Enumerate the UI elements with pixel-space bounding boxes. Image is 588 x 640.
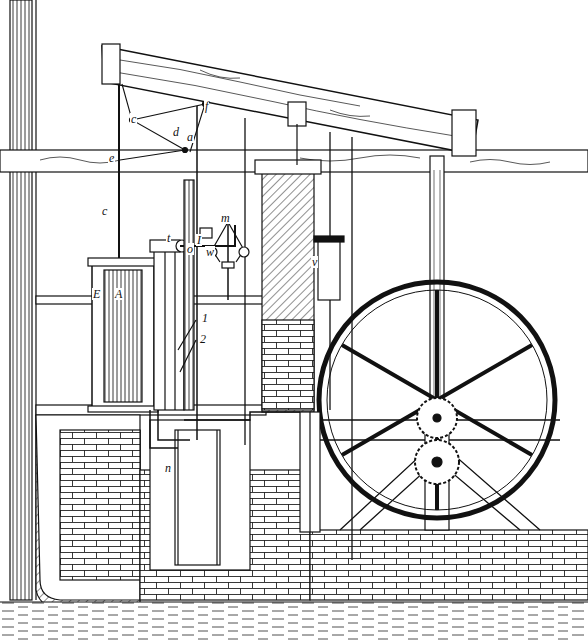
part-letter: d — [172, 126, 180, 138]
part-letter: f — [204, 100, 209, 112]
part-letter: A — [114, 288, 123, 300]
part-letter: 2 — [199, 333, 207, 345]
part-letter: E — [92, 288, 101, 300]
part-letter: w — [205, 246, 215, 258]
part-letter: I — [196, 234, 202, 246]
part-letter: n — [164, 462, 172, 474]
part-letter: o — [186, 243, 194, 255]
part-letter: m — [220, 212, 231, 224]
part-letter: v — [311, 256, 318, 268]
part-letter: e — [108, 152, 115, 164]
part-letter: 1 — [201, 312, 209, 324]
part-letter: t — [166, 232, 171, 244]
part-letter: c — [101, 205, 108, 217]
part-letter: a — [186, 131, 194, 143]
part-letter: c — [130, 113, 137, 125]
